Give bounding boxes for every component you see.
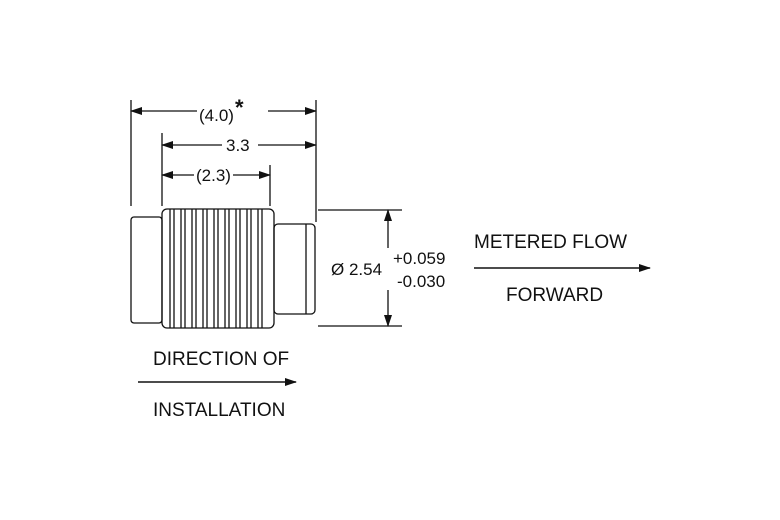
- thread-grooves: [169, 209, 263, 328]
- part-left-cap: [130, 216, 163, 324]
- forward-label: FORWARD: [506, 285, 604, 306]
- tolerance-minus: -0.030: [397, 272, 446, 291]
- metered-flow-label: METERED FLOW: [474, 232, 628, 253]
- overall-length-label: (4.0)*: [199, 97, 244, 125]
- diameter-label: Ø 2.54: [331, 261, 382, 278]
- tolerance-plus: +0.059: [393, 249, 446, 268]
- overall-length-value: (4.0): [199, 106, 234, 125]
- installation-label: INSTALLATION: [153, 400, 286, 421]
- overall-length-asterisk: *: [234, 95, 244, 120]
- diameter-symbol: Ø: [331, 260, 345, 279]
- body-length-label: 3.3: [226, 136, 250, 155]
- direction-of-label: DIRECTION OF: [153, 349, 290, 370]
- thread-length-label: (2.3): [196, 166, 231, 185]
- diameter-value: 2.54: [348, 260, 383, 279]
- part-right-tip: [273, 223, 316, 315]
